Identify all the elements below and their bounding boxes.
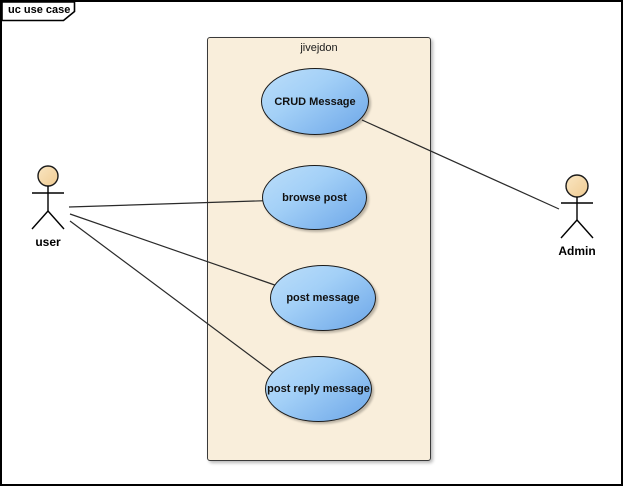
usecase-label: post reply message: [267, 383, 370, 395]
stick-figure-icon: [560, 174, 594, 239]
usecase-label: post message: [286, 292, 360, 304]
actor-admin[interactable]: Admin: [553, 174, 601, 258]
actor-label: Admin: [558, 244, 596, 258]
frame-title: uc use case: [8, 4, 71, 16]
actor-label: user: [35, 235, 61, 249]
usecase-post-message[interactable]: post message: [270, 265, 376, 331]
usecase-crud-message[interactable]: CRUD Message: [261, 68, 369, 135]
system-boundary-label: jivejdon: [300, 42, 338, 54]
frame-label-tab: [2, 2, 76, 22]
usecase-label: CRUD Message: [274, 95, 356, 108]
stick-figure-icon: [31, 165, 65, 230]
usecase-post-reply-message[interactable]: post reply message: [265, 356, 372, 422]
actor-user[interactable]: user: [24, 165, 72, 249]
usecase-label: browse post: [282, 191, 347, 204]
usecase-browse-post[interactable]: browse post: [262, 165, 367, 230]
